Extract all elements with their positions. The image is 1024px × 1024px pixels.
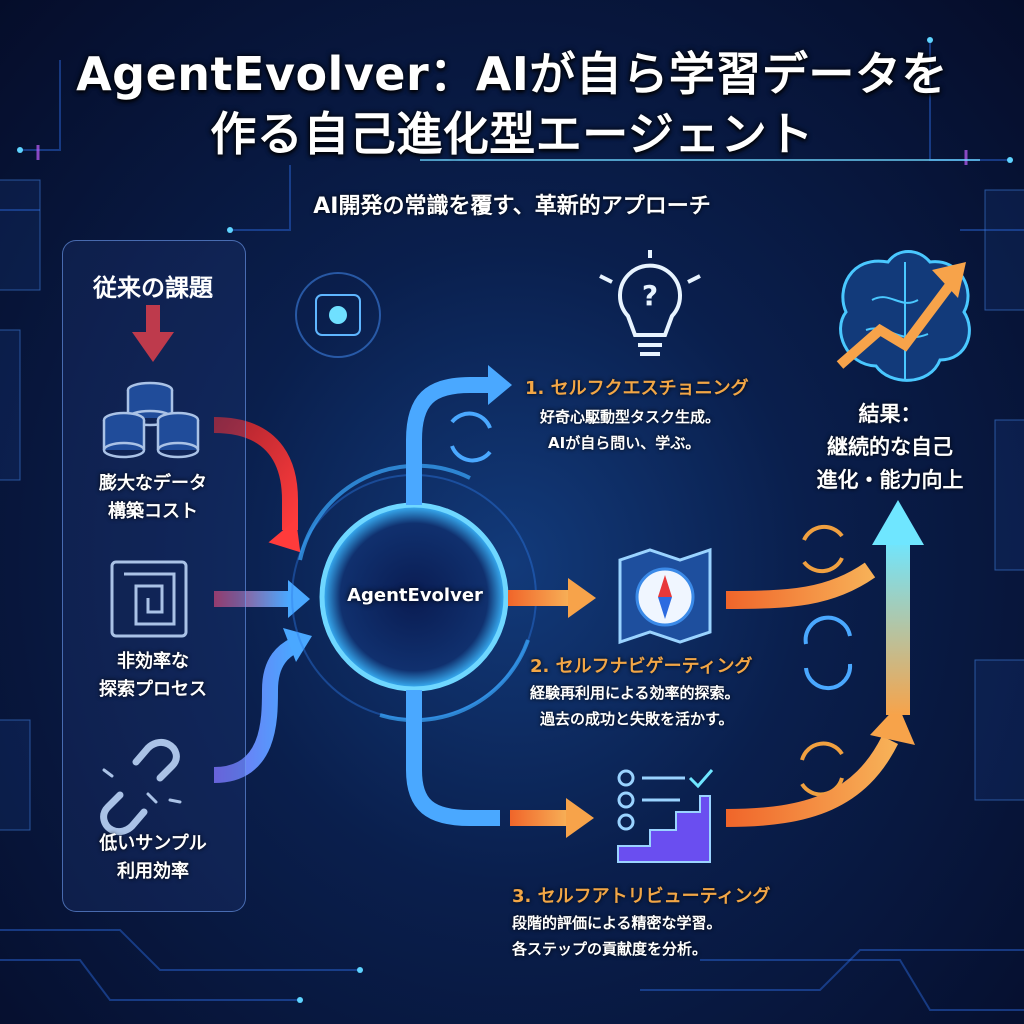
chip-icon xyxy=(295,272,381,358)
step2-desc-line: 過去の成功と失敗を活かす。 xyxy=(540,710,734,728)
checklist-stairs-icon xyxy=(617,769,714,863)
challenge-label: 利用効率 xyxy=(117,861,189,882)
step3-desc: 段階的評価による精密な学習。 各ステップの貢献度を分析。 xyxy=(512,910,722,962)
step2-desc-line: 経験再利用による効率的探索。 xyxy=(530,684,740,702)
challenge-label: 膨大なデータ xyxy=(99,473,207,494)
svg-text:?: ? xyxy=(642,279,658,312)
challenge-label: 低いサンプル xyxy=(99,833,207,854)
step3-title: 3. セルフアトリビューティング xyxy=(512,886,771,907)
question-bulb-icon xyxy=(599,250,701,356)
arrow-to-step2 xyxy=(508,590,570,606)
step2-desc: 経験再利用による効率的探索。 過去の成功と失敗を活かす。 xyxy=(530,680,740,732)
challenge-sample-efficiency: 低いサンプル 利用効率 xyxy=(62,830,244,886)
step3-desc-line: 段階的評価による精密な学習。 xyxy=(512,914,722,932)
arrow-middle xyxy=(214,591,289,607)
cycle-icon xyxy=(450,411,492,463)
step1-title: 1. セルフクエスチョニング xyxy=(525,378,749,399)
step3-desc-line: 各ステップの貢献度を分析。 xyxy=(512,940,708,958)
arrow-red xyxy=(213,417,298,530)
challenges-panel xyxy=(62,240,246,912)
agentevolver-label: AgentEvolver xyxy=(347,585,483,606)
down-arrow-icon xyxy=(132,332,174,362)
challenges-title: 従来の課題 xyxy=(93,274,213,302)
maze-icon xyxy=(110,560,188,638)
arrow-to-step1 xyxy=(406,377,490,505)
result-line: 進化・能力向上 xyxy=(816,468,964,492)
step1-desc-line: 好奇心駆動型タスク生成。 xyxy=(540,408,721,426)
broken-chain-icon xyxy=(100,738,182,836)
challenge-label: 構築コスト xyxy=(108,501,198,522)
step1-desc: 好奇心駆動型タスク生成。 AIが自ら問い、学ぶ。 xyxy=(540,404,720,456)
arrow-to-step3 xyxy=(406,690,500,826)
subtitle: AI開発の常識を覆す、革新的アプローチ xyxy=(313,194,711,219)
rising-arrow xyxy=(886,540,910,715)
challenge-label: 探索プロセス xyxy=(99,679,207,700)
database-stack-icon xyxy=(102,381,200,459)
challenge-inefficient-search: 非効率な 探索プロセス xyxy=(62,648,244,704)
arrow-step3-result xyxy=(725,735,899,827)
result-line: 継続的な自己 xyxy=(827,435,953,459)
title-line-2: 作る自己進化型エージェント xyxy=(210,107,814,161)
arrow-blue xyxy=(213,637,299,783)
arrow-step2-result xyxy=(725,562,876,609)
result-line: 結果： xyxy=(858,402,922,426)
compass-map-icon xyxy=(618,547,712,645)
agentevolver-hub xyxy=(291,463,537,723)
result-text: 結果： 継続的な自己 進化・能力向上 xyxy=(790,398,990,497)
challenge-label: 非効率な xyxy=(117,651,189,672)
step1-desc-line: AIが自ら問い、学ぶ。 xyxy=(548,434,701,452)
brain-growth-icon xyxy=(836,250,971,382)
challenge-data-cost: 膨大なデータ 構築コスト xyxy=(62,470,244,526)
step2-title: 2. セルフナビゲーティング xyxy=(530,656,753,677)
title-line-1: AgentEvolver：AIが自ら学習データを xyxy=(76,47,948,101)
